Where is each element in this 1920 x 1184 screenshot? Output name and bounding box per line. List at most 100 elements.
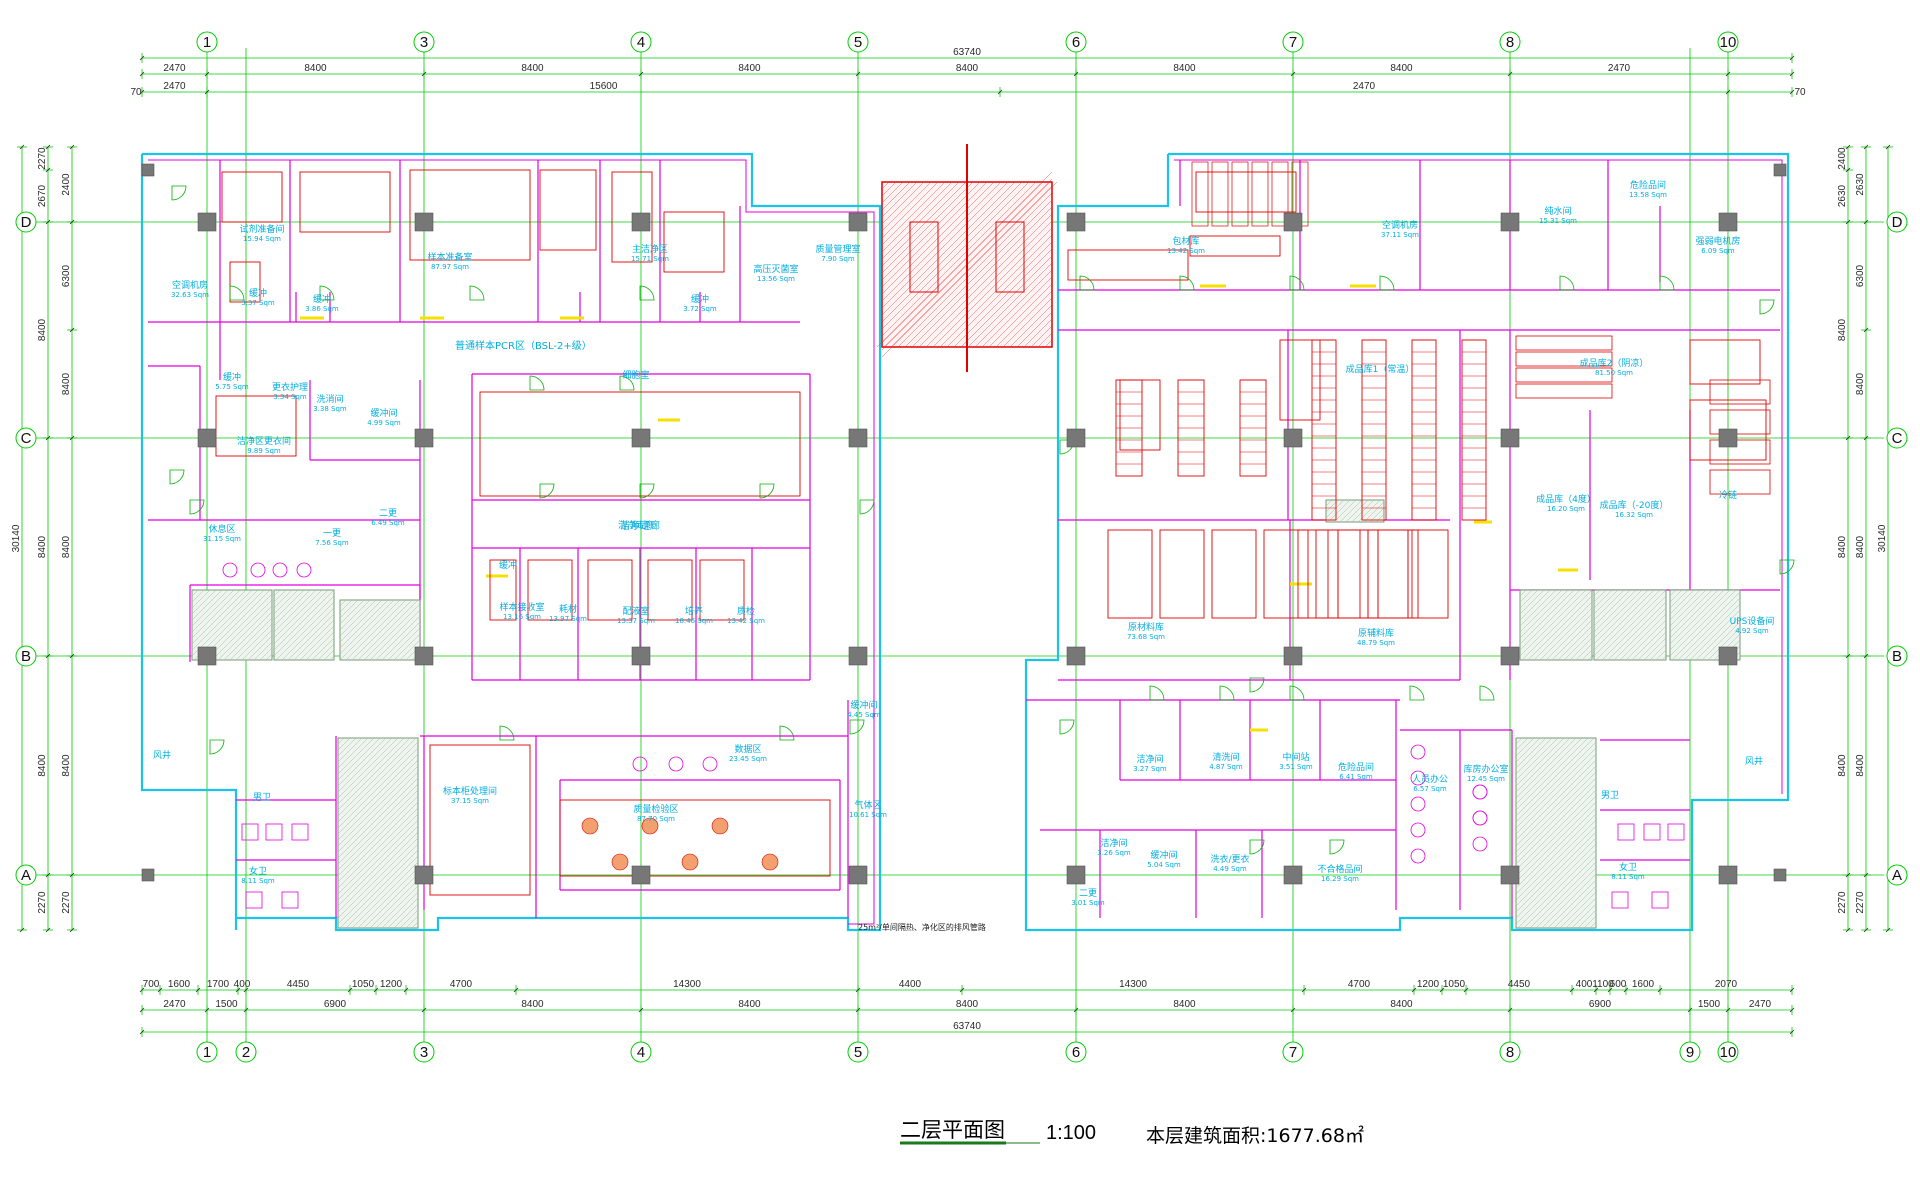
dim-bottom-detail-value: 14300 [673,979,701,990]
column [1066,428,1086,448]
dim-bottom-detail-value: 4700 [1348,979,1371,990]
elevator-right-c-hatch [1683,603,1741,661]
dim-left-detail-value: 2270 [61,891,72,914]
dim-bottom-detail-slash [1657,987,1663,993]
dim-bottom-detail-slash [403,987,409,993]
right-wing-outline [1024,152,1790,932]
elevator-right-b-hatch [1593,589,1607,603]
door-swing [1479,685,1495,701]
stair-right-hatch [1559,891,1597,929]
dim-bottom-detail-value: 2070 [1715,979,1738,990]
elevator-right-a-hatch [1519,589,1533,603]
dim-top-axes-value: 8400 [1390,63,1413,74]
shaft-hatch [1023,318,1053,348]
elevator-left-c-hatch [357,599,419,661]
elevator-left-a-hatch [211,599,273,661]
room-area: 37.15 Sqm [451,797,489,805]
instrument [681,853,699,871]
room-area: 4.49 Sqm [1213,865,1247,873]
elevator-right-b-hatch [1637,631,1667,661]
room-name: 成品库（-20度） [1600,499,1669,511]
room-name: 强弱电机房 [1695,235,1740,247]
axis-bubble-bottom [413,1041,435,1063]
room-area: 5.75 Sqm [215,383,249,391]
elevator-right-b-hatch [1643,637,1667,661]
shaft-hatch [881,181,1002,302]
room-name: 洁净走廊 [618,519,654,531]
column [631,428,651,448]
shaft-hatch [974,269,1053,348]
axis-number-bottom: 3 [420,1044,428,1061]
stair-right-hatch [1515,737,1553,775]
door-swing [849,719,865,735]
locker-column [1191,161,1209,227]
dim-bottom-detail-slash [1463,987,1469,993]
rack-row-b [1411,339,1437,521]
door-swing [1059,719,1075,735]
elevator-left-b-hatch [281,607,335,661]
corner-column [141,163,155,177]
rack-row-c [1367,529,1413,619]
dim-top-axes-slash [1073,71,1079,77]
lab-stool [250,562,266,578]
equipment-block [1195,171,1297,213]
room-name: 洗消间 [316,393,343,405]
dim-left-detail-value: 6300 [61,264,72,287]
stair-left-hatch [337,737,411,811]
instrument [581,817,599,835]
elevator-right-a-hatch [1519,589,1539,609]
dim-bottom-detail-value: 14300 [1119,979,1147,990]
axis-number-top: 6 [1072,34,1080,51]
room-name: 气体区 [854,799,881,811]
dim-top-detail-value: 2470 [1353,81,1376,92]
door-swing [499,725,515,741]
stair-left-hatch [337,737,387,787]
shelf-unit-right [1709,469,1771,495]
elevator-left-b-hatch [273,589,293,609]
stair-left-hatch [337,813,419,895]
stair-left-hatch [411,921,419,929]
stair-right-hatch [1515,807,1597,889]
stair-left-hatch [337,837,419,919]
dim-top-axes-slash [855,71,861,77]
elevator-right-c-hatch [1689,609,1741,661]
elevator-left-c-hatch [351,599,413,661]
axis-bubble-bottom [1679,1041,1701,1063]
stair-left-hatch [337,737,417,817]
column [414,212,434,232]
axis-bubble-left [15,211,37,233]
axis-bubble-right [1886,211,1908,233]
elevator-right-a-hatch [1519,589,1575,645]
sanitary-fixture [1667,823,1685,841]
shaft-hatch [1044,339,1053,348]
office-chair [1472,836,1488,852]
stair-small-hatch [1351,499,1375,523]
equipment-block [1067,249,1189,281]
stair-left-hatch [351,861,419,929]
shaft-hatch [925,220,1053,348]
dim-top-axes-slash [421,71,427,77]
axis-bubble-bottom [1499,1041,1521,1063]
door-swing [1249,839,1265,855]
elevator-right-b-hatch [1593,589,1613,609]
stair-right-hatch [1515,789,1597,871]
dim-bottom-detail-value: 4450 [1508,979,1531,990]
dim-right-axes-value: 8400 [1855,535,1866,558]
room-name: 冷链 [1719,489,1737,501]
dim-top-detail-slash [139,89,145,95]
dim-bottom-axes-slash [243,1007,249,1013]
stair-right-hatch [1515,759,1597,841]
elevator-right-a-hatch [1519,589,1557,627]
rack-row-c [1107,529,1153,619]
dim-bottom-axes-slash [1507,1007,1513,1013]
room-name: 休息区 [208,523,235,535]
door-swing [639,483,655,499]
shaft-hatch [881,181,974,274]
stair-small-hatch [1345,499,1369,523]
elevator-left-c-hatch [339,599,359,619]
dim-bottom-detail-slash [855,987,861,993]
elevator-right-a-hatch [1587,655,1593,661]
dim-left-axes-value: 2270 [37,891,48,914]
stair-left-hatch [337,807,419,889]
